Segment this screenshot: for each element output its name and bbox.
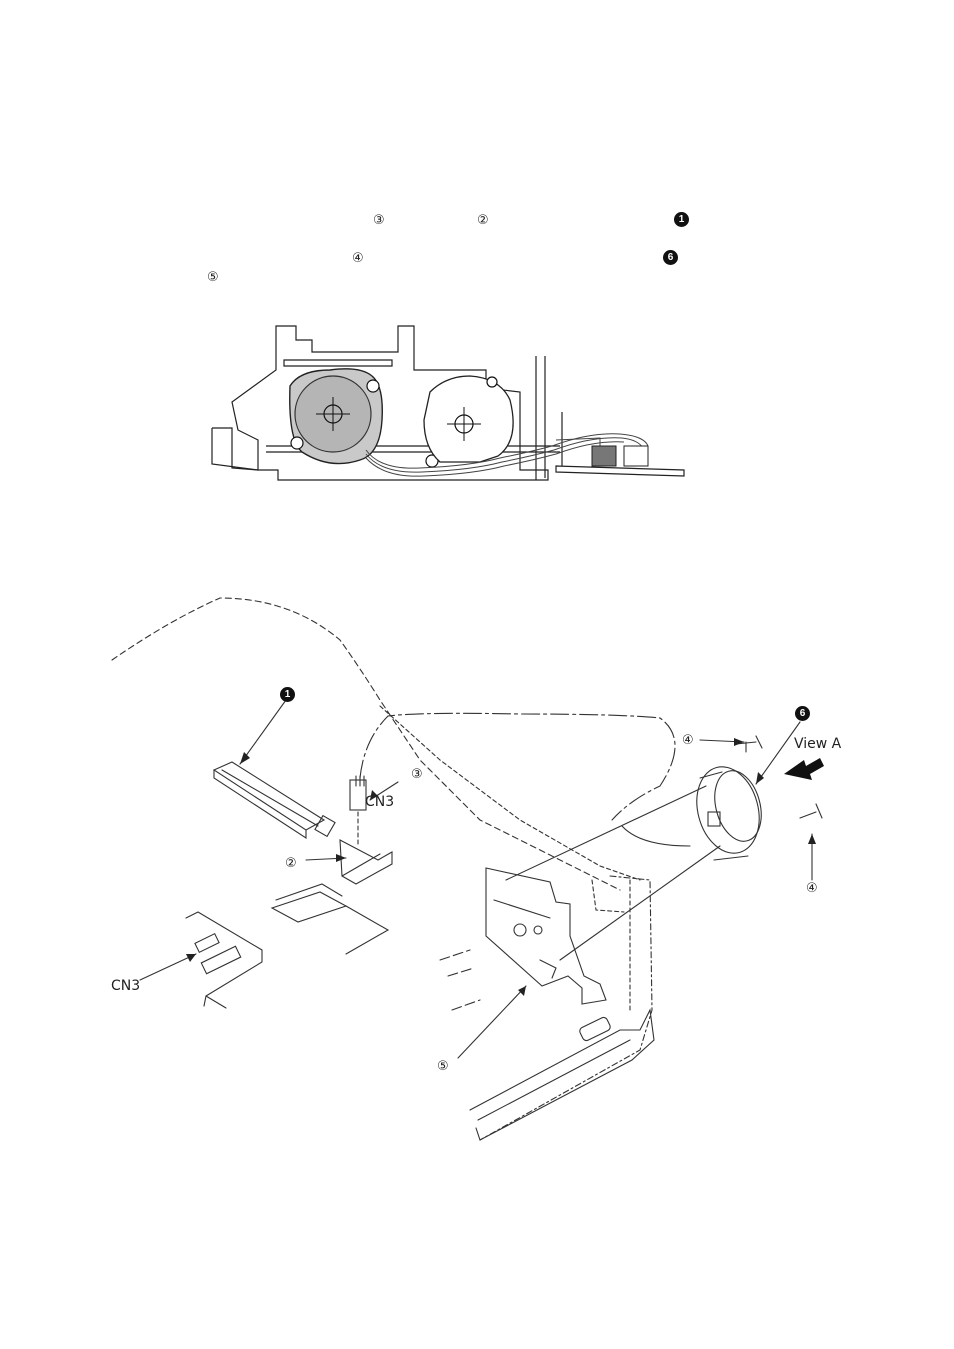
cn3-board-label: CN3 (111, 978, 140, 994)
view-a-label: View A (794, 736, 841, 752)
cn3-connector-label: CN3 (365, 794, 394, 810)
view-a-arrow (784, 758, 824, 780)
callout-part-4-top: ④ (682, 733, 694, 746)
callout-part-6: 6 (795, 706, 810, 721)
callout-part-5: ⑤ (437, 1059, 449, 1072)
callout-part-3: ③ (411, 767, 423, 780)
callout-part-2: ② (285, 856, 297, 869)
callout-part-4-bottom: ④ (806, 881, 818, 894)
callout-part-1: 1 (280, 687, 295, 702)
